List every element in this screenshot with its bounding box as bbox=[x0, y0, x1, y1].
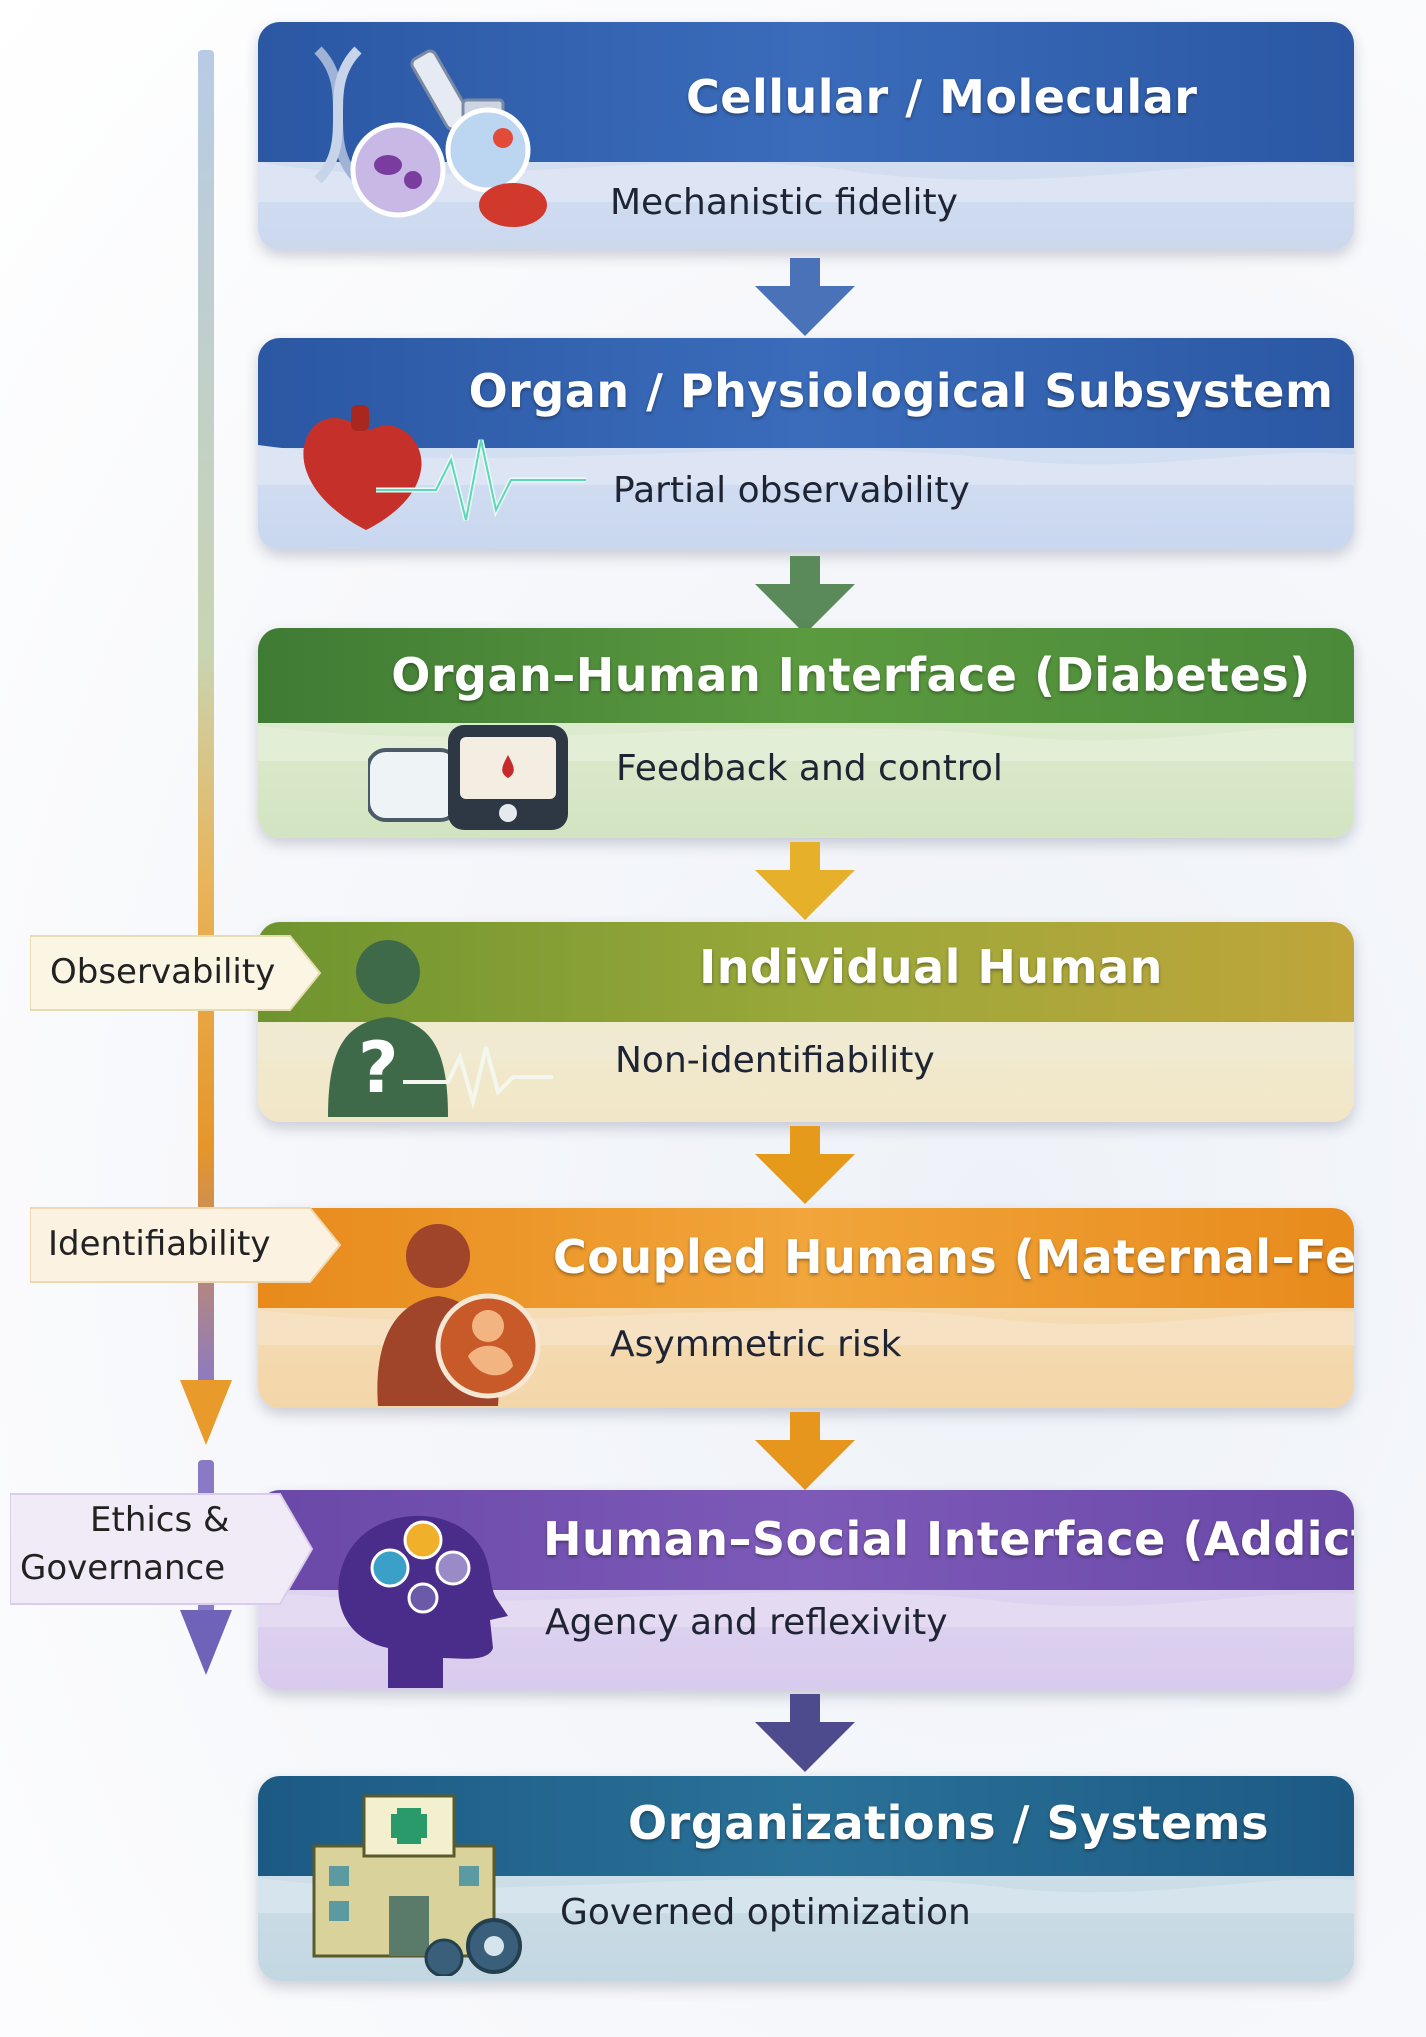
level-subtitle: Agency and reflexivity bbox=[545, 1602, 948, 1643]
dna-microscope-cells-icon bbox=[314, 46, 547, 227]
level-card-diabetes: Organ–Human Interface (Diabetes) Feedbac… bbox=[258, 628, 1354, 838]
human-question-icon: ? bbox=[328, 940, 553, 1117]
level-subtitle: Governed optimization bbox=[560, 1892, 971, 1933]
level-title: Human–Social Interface (Addiction) bbox=[543, 1512, 1354, 1566]
level-subtitle: Partial observability bbox=[613, 470, 970, 511]
down-arrow bbox=[755, 556, 855, 634]
ethics-tag-shape bbox=[10, 1493, 314, 1605]
level-card-cellular: Cellular / Molecular Mechanistic fidelit… bbox=[258, 22, 1354, 250]
hospital-gears-icon bbox=[312, 1794, 522, 1976]
ethics-label-line1: Ethics & bbox=[90, 1500, 230, 1540]
level-title: Cellular / Molecular bbox=[686, 70, 1198, 124]
level-title: Coupled Humans (Maternal–Fetal) bbox=[553, 1230, 1354, 1284]
level-title: Organizations / Systems bbox=[628, 1796, 1269, 1850]
level-card-individual: Individual Human Non-identifiability ? bbox=[258, 922, 1354, 1122]
down-arrow bbox=[755, 1412, 855, 1490]
level-subtitle: Non-identifiability bbox=[615, 1040, 935, 1081]
down-arrow bbox=[755, 258, 855, 336]
down-arrow bbox=[755, 1126, 855, 1204]
down-arrow bbox=[755, 1694, 855, 1772]
glucose-monitor-icon bbox=[368, 725, 568, 830]
level-card-addiction: Human–Social Interface (Addiction) Agenc… bbox=[258, 1490, 1354, 1690]
level-subtitle: Feedback and control bbox=[616, 748, 1003, 789]
head-gamepad-icon bbox=[338, 1515, 508, 1688]
observability-label: Observability bbox=[50, 952, 276, 992]
level-card-maternal-fetal: Coupled Humans (Maternal–Fetal) Asymmetr… bbox=[258, 1208, 1354, 1408]
level-title: Individual Human bbox=[699, 940, 1163, 994]
level-subtitle: Mechanistic fidelity bbox=[610, 182, 958, 223]
ethics-label-line2: Governance bbox=[20, 1548, 226, 1588]
down-arrow bbox=[755, 842, 855, 920]
heart-ecg-icon bbox=[303, 405, 586, 530]
progression-arrow-head-2 bbox=[180, 1610, 232, 1675]
mother-fetus-icon bbox=[377, 1224, 541, 1406]
level-card-organizations: Organizations / Systems Governed optimiz… bbox=[258, 1776, 1354, 1981]
observability-tag-shape bbox=[30, 935, 322, 1011]
svg-text:?: ? bbox=[358, 1027, 399, 1109]
level-card-organ: Organ / Physiological Subsystem Partial … bbox=[258, 338, 1354, 550]
level-subtitle: Asymmetric risk bbox=[610, 1324, 902, 1365]
progression-line bbox=[180, 50, 232, 1675]
level-title: Organ–Human Interface (Diabetes) bbox=[391, 648, 1311, 702]
level-title: Organ / Physiological Subsystem bbox=[468, 364, 1334, 418]
progression-arrow-head-1 bbox=[180, 1380, 232, 1445]
identifiability-label: Identifiability bbox=[48, 1224, 271, 1264]
identifiability-tag-shape bbox=[30, 1207, 342, 1283]
